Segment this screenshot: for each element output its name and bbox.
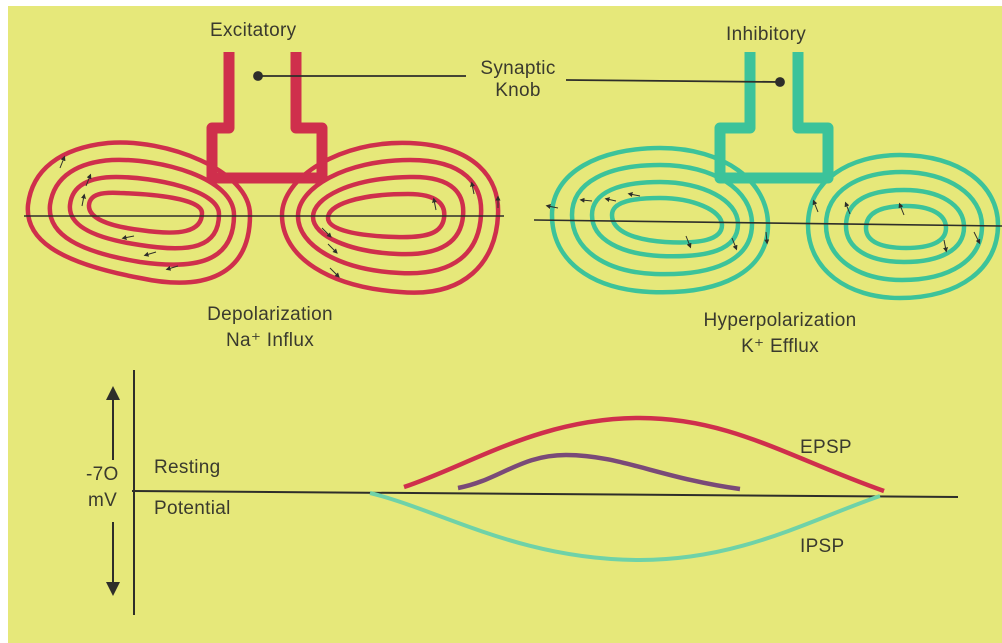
hyperpolarization-label: Hyperpolarization bbox=[660, 310, 900, 332]
minus-70-label: -7O bbox=[86, 464, 119, 486]
resting-label: Resting bbox=[154, 457, 221, 479]
synaptic-label: Synaptic bbox=[470, 58, 566, 80]
knob-label: Knob bbox=[470, 80, 566, 102]
hyperpolarization-current-loops-right bbox=[808, 155, 998, 298]
membrane-potential-axis bbox=[132, 370, 958, 615]
membrane-axis-lines bbox=[24, 216, 1002, 226]
depolarization-current-loops-right bbox=[282, 143, 498, 293]
depolarization-current-arrows-left bbox=[60, 158, 178, 269]
mv-unit-label: mV bbox=[88, 490, 117, 512]
excitatory-synaptic-knob bbox=[212, 52, 322, 178]
inhibitory-label: Inhibitory bbox=[726, 24, 806, 46]
weak-epsp-curve bbox=[458, 455, 740, 489]
na-influx-label: Na⁺ Influx bbox=[160, 330, 380, 352]
inhibitory-synaptic-knob bbox=[720, 52, 828, 178]
potential-label: Potential bbox=[154, 498, 231, 520]
excitatory-label: Excitatory bbox=[210, 20, 296, 42]
k-efflux-label: K⁺ Efflux bbox=[660, 336, 900, 358]
ipsp-label: IPSP bbox=[800, 536, 845, 558]
epsp-label: EPSP bbox=[800, 437, 852, 459]
depolarization-label: Depolarization bbox=[160, 304, 380, 326]
